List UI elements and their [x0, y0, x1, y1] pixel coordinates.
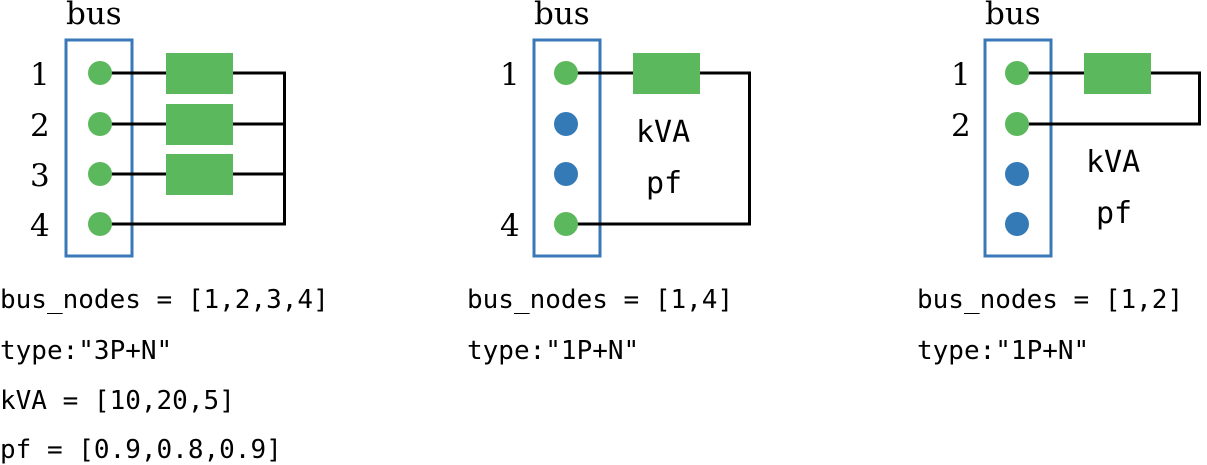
- code-line-bus-nodes: bus_nodes = [1,2]: [917, 285, 1183, 315]
- code-line-type: type:"3P+N": [0, 336, 172, 366]
- bus-bar: [64, 38, 134, 258]
- node-label-4: 4: [30, 208, 50, 244]
- load-kva-label: kVA: [1086, 145, 1140, 180]
- node-dot-2: [88, 112, 112, 136]
- code-line-bus-nodes: bus_nodes = [1,2,3,4]: [0, 285, 329, 315]
- load-pf-label: pf: [646, 166, 682, 201]
- panel-3p-n: bus 1 2 3 4 bus_nodes = [1,2,3,4] type:"…: [0, 0, 329, 465]
- bus-label: bus: [66, 0, 122, 32]
- load-pf-label: pf: [1096, 196, 1132, 231]
- node-dot-3: [554, 162, 578, 186]
- bus-label: bus: [985, 0, 1041, 32]
- code-line-kva: kVA = [10,20,5]: [0, 386, 235, 416]
- code-line-type: type:"1P+N": [917, 336, 1089, 366]
- node-dot-4: [1005, 212, 1029, 236]
- node-dot-3: [88, 162, 112, 186]
- node-label-3: 3: [30, 158, 50, 194]
- node-label-4: 4: [500, 208, 520, 244]
- node-label-2: 2: [30, 108, 50, 144]
- node-label-1: 1: [951, 57, 971, 93]
- bus-bar: [983, 38, 1053, 258]
- code-line-bus-nodes: bus_nodes = [1,4]: [467, 285, 733, 315]
- panel-1p-n-1-2: bus 1 2 kVA pf bus_nodes = [1,2] type:"1…: [917, 0, 1201, 366]
- node-dot-4: [88, 212, 112, 236]
- bus-label: bus: [534, 0, 590, 32]
- node-dot-1: [88, 61, 112, 85]
- node-label-2: 2: [951, 108, 971, 144]
- code-line-pf: pf = [0.9,0.8,0.9]: [0, 435, 282, 465]
- load-box: [633, 53, 700, 94]
- load-box-1: [166, 53, 233, 94]
- load-kva-label: kVA: [636, 115, 690, 150]
- node-dot-1: [554, 61, 578, 85]
- node-label-1: 1: [500, 57, 520, 93]
- node-dot-1: [1005, 61, 1029, 85]
- load-box-3: [166, 154, 233, 195]
- node-dot-2: [554, 112, 578, 136]
- node-label-1: 1: [30, 57, 50, 93]
- load-box-2: [166, 104, 233, 145]
- panel-1p-n-1-4: bus 1 4 kVA pf bus_nodes = [1,4] type:"1…: [467, 0, 751, 366]
- bus-bar: [532, 38, 602, 258]
- node-dot-4: [554, 212, 578, 236]
- code-line-type: type:"1P+N": [467, 336, 639, 366]
- node-dot-3: [1005, 162, 1029, 186]
- node-dot-2: [1005, 112, 1029, 136]
- load-box: [1084, 53, 1151, 94]
